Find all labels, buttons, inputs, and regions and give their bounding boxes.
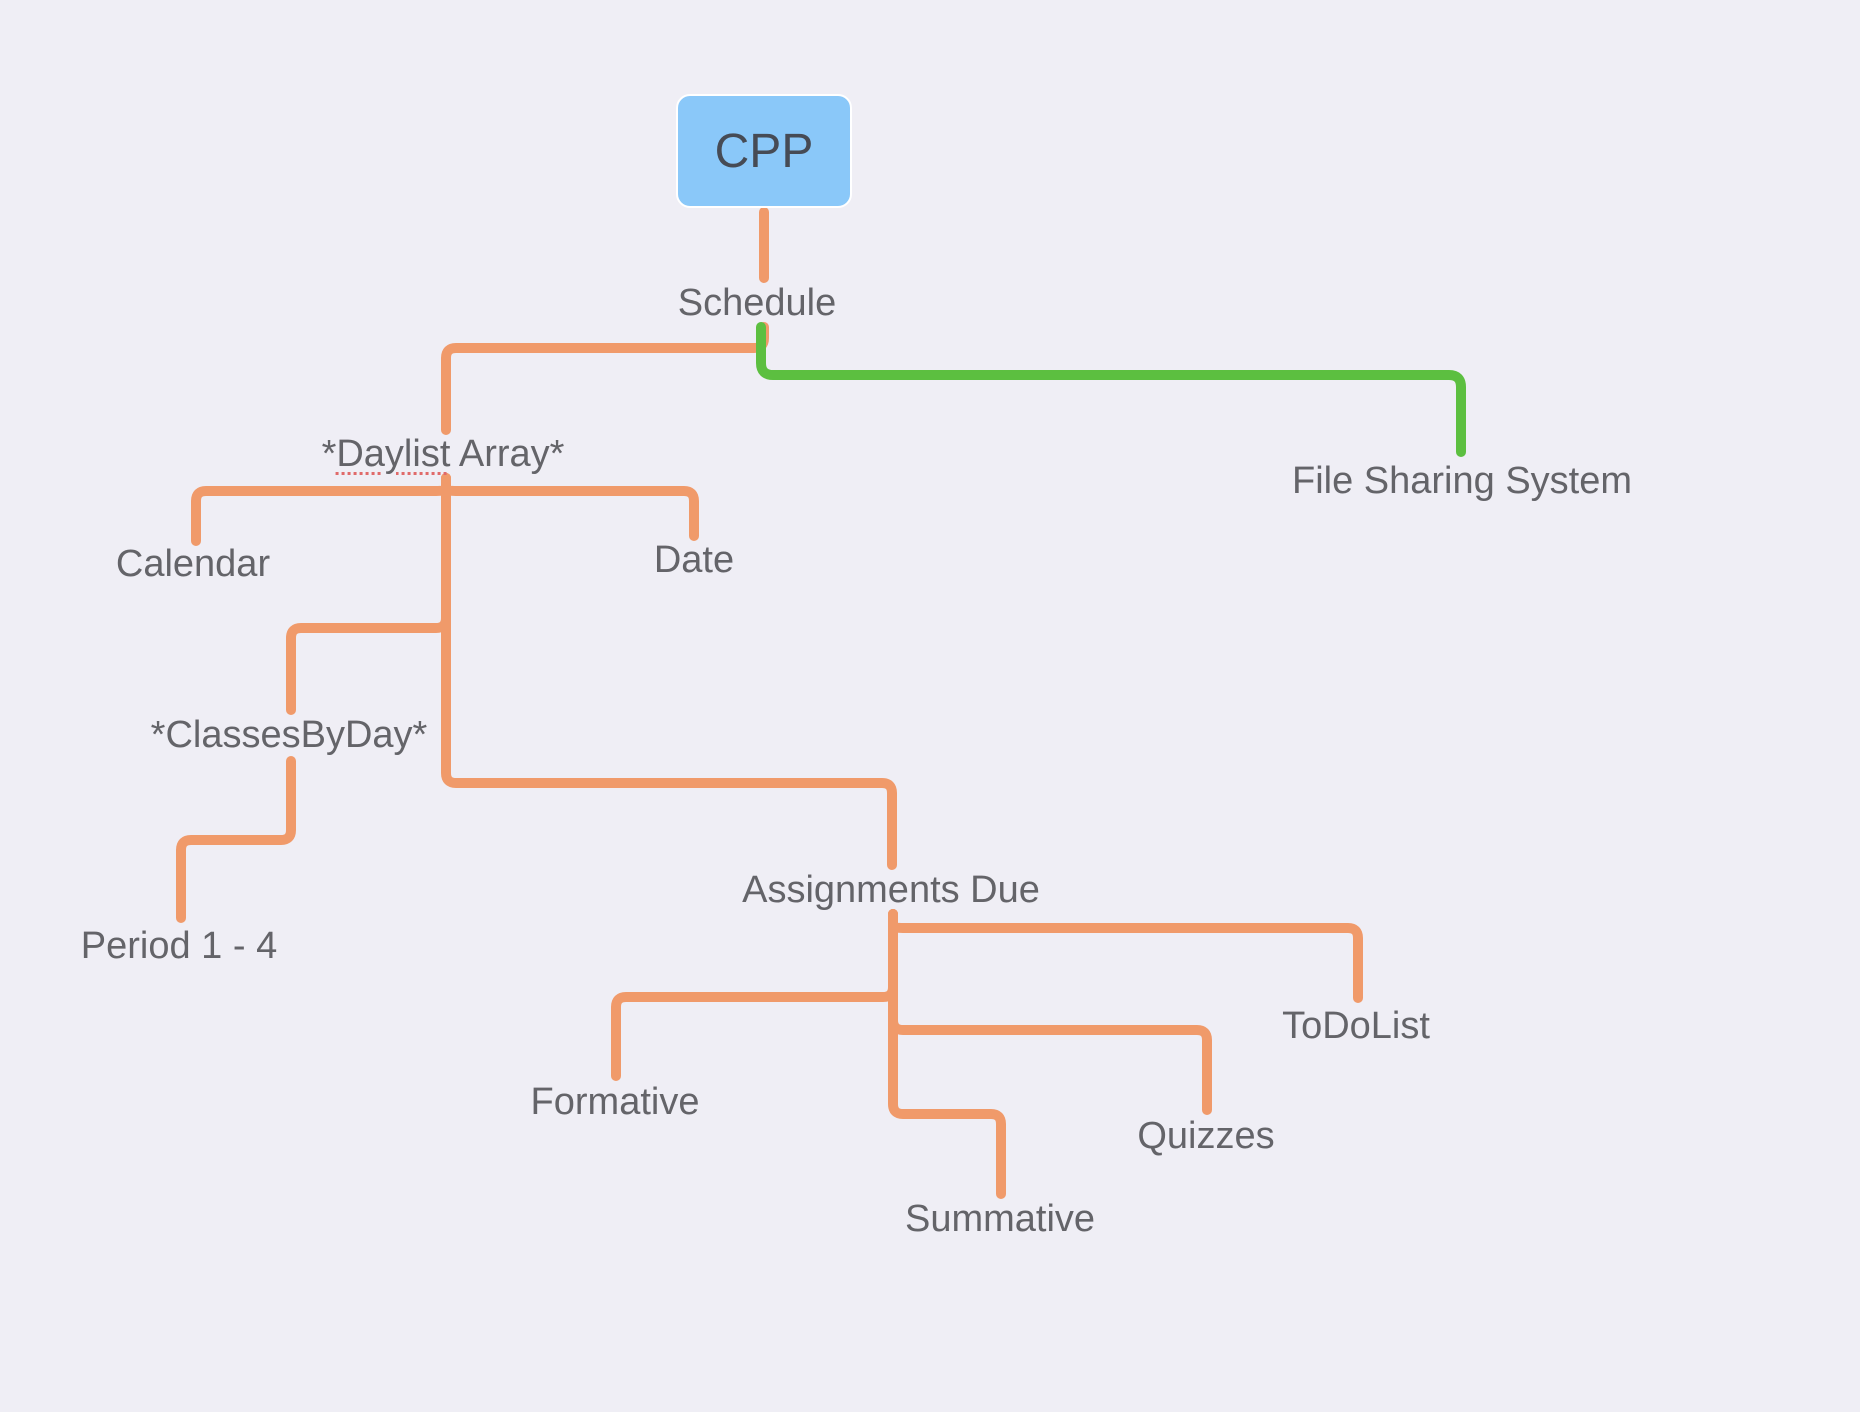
edge-assignments-formative	[611, 909, 898, 1081]
topic-label-suffix: Array*	[450, 433, 565, 475]
root-node-cpp[interactable]: CPP	[676, 94, 852, 208]
edge-daylist-classesbyday	[286, 473, 451, 715]
edge-daylist-calendar	[191, 473, 451, 546]
topic-formative[interactable]: Formative	[531, 1083, 700, 1121]
topic-label: File Sharing System	[1291, 460, 1633, 502]
topic-file-sharing-system[interactable]: File Sharing System	[1292, 462, 1632, 500]
topic-classes-by-day[interactable]: *ClassesByDay*	[151, 716, 428, 754]
topic-assignments-due[interactable]: Assignments Due	[742, 871, 1040, 909]
topic-schedule[interactable]: Schedule	[678, 284, 836, 322]
topic-label: *ClassesByDay*	[150, 714, 428, 756]
edge-assignments-todolist	[888, 909, 1363, 1003]
topic-label: Summative	[904, 1198, 1096, 1240]
topic-daylist-array[interactable]: *Daylist Array*	[322, 435, 565, 473]
edge-assignments-quizzes	[888, 909, 1212, 1115]
topic-quizzes[interactable]: Quizzes	[1137, 1117, 1274, 1155]
spellcheck-underlined-word: Daylist	[336, 433, 451, 475]
topic-label: Period 1 - 4	[80, 925, 278, 967]
edge-daylist-assignments	[441, 473, 897, 870]
edge-schedule-daylist	[441, 322, 769, 435]
topic-label: Schedule	[677, 282, 837, 324]
topic-label: Quizzes	[1137, 1115, 1275, 1157]
topic-label: Formative	[530, 1081, 700, 1123]
edge-schedule-file-sharing	[756, 322, 1466, 457]
root-node-label: CPP	[714, 124, 814, 178]
topic-label: ToDoList	[1282, 1005, 1430, 1047]
topic-summative[interactable]: Summative	[905, 1200, 1095, 1238]
topic-label: Date	[653, 539, 735, 581]
topic-label-prefix: *	[321, 433, 337, 475]
edge-assignments-summative	[888, 909, 1006, 1199]
topic-todolist[interactable]: ToDoList	[1282, 1007, 1430, 1045]
edge-daylist-date	[441, 473, 699, 541]
edge-classesbyday-period	[176, 756, 296, 923]
topic-label: Assignments Due	[742, 869, 1040, 911]
topic-date[interactable]: Date	[654, 541, 734, 579]
topic-period-1-4[interactable]: Period 1 - 4	[81, 927, 277, 965]
topic-calendar[interactable]: Calendar	[116, 545, 270, 583]
topic-label: Calendar	[115, 543, 271, 585]
